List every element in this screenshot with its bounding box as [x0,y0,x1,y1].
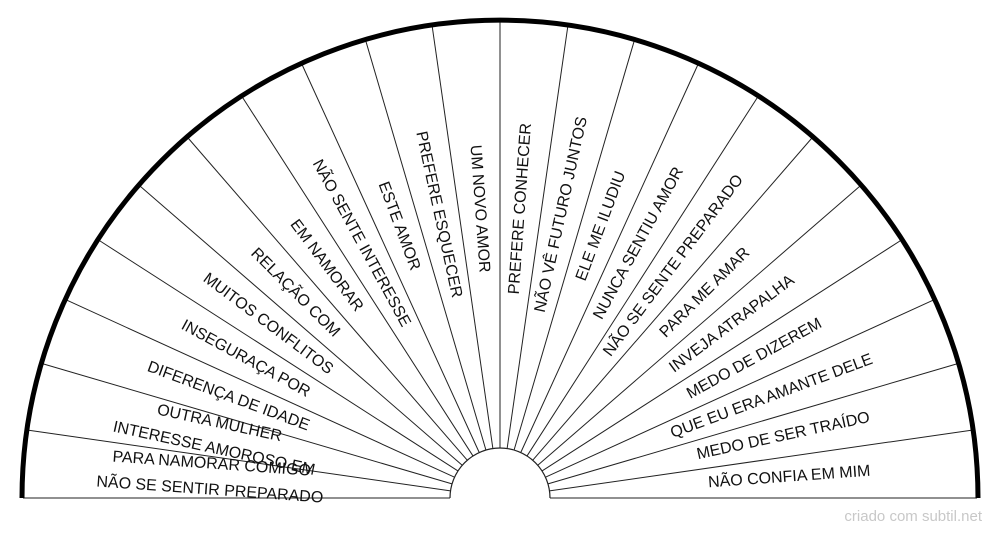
sector-divider [549,429,973,492]
sector-label-line: UM NOVO AMOR [467,144,493,273]
sector-divider [301,63,480,453]
sector-divider [98,239,459,472]
sector-divider [27,429,451,492]
sector-divider [537,185,861,466]
sector-label: UM NOVO AMOR [467,144,493,273]
sector-divider [139,185,463,466]
sector-label: PREFERE ESQUECER [412,130,465,300]
footer-credit: criado com subtil.net [844,508,982,525]
sector-label-line: PREFERE ESQUECER [412,130,465,300]
sector-divider [431,25,494,449]
sector-divider [513,40,635,451]
sector-label-line: ESTE AMOR [375,179,424,272]
sector-label-line: NÃO VÊ FUTURO JUNTOS [529,115,591,314]
sector-divider [526,96,759,457]
sector-divider [65,299,455,478]
inner-arc [449,447,551,499]
sector-divider [506,25,569,449]
sector-divider [241,96,474,457]
sector-label: ESTE AMOR [375,179,424,272]
sector-label: PREFERE CONHECER [506,123,535,295]
sector-divider [532,137,813,461]
outer-arc [19,17,981,499]
sector-divider [520,63,699,453]
sector-divider [541,239,902,472]
sector-divider [187,137,468,461]
sector-divider [545,299,935,478]
sector-divider [547,363,958,485]
sector-label-line: PREFERE CONHECER [506,123,535,295]
sector-divider [365,40,487,451]
sector-label: NÃO VÊ FUTURO JUNTOS [529,115,591,314]
sector-divider [42,363,453,485]
